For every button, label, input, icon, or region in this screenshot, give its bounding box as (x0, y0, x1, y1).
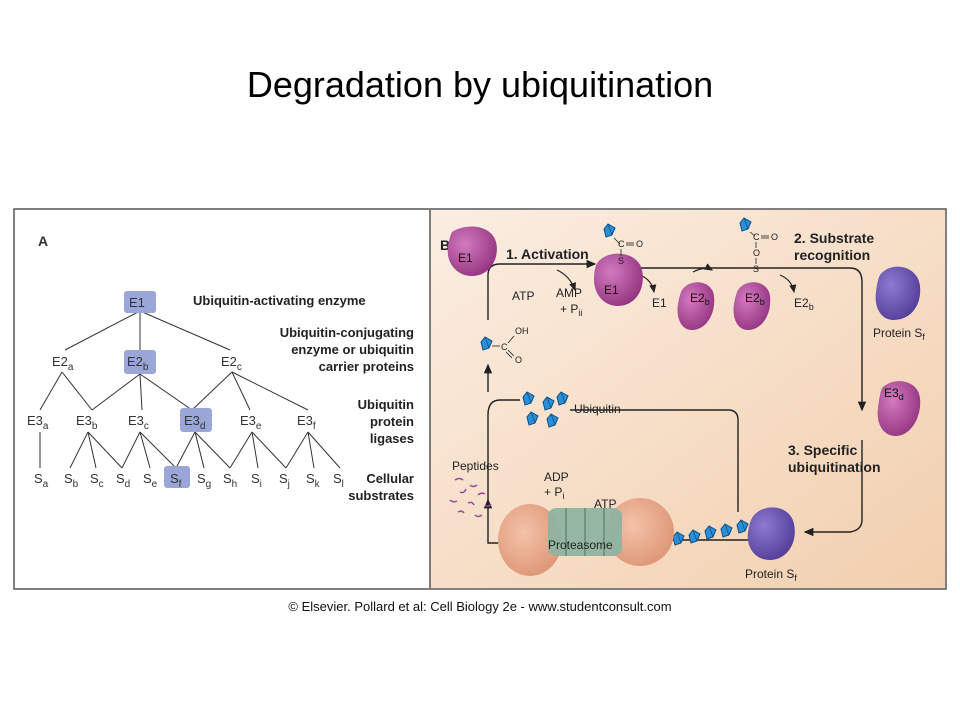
peptide-fragments (449, 477, 492, 518)
protein-sf-label-top: Protein Sf (873, 326, 925, 342)
node-sl: Sl (333, 471, 344, 490)
left-return-line (487, 399, 520, 505)
chem-o-1: O (636, 239, 643, 249)
legend-ligases-3: ligases (370, 431, 414, 446)
atp2-label: ATP (594, 497, 616, 511)
e1-label-left: E1 (458, 251, 473, 265)
panel-b: B E1 E1 E2b E2b E1 E2b ATP AMP + Pii (440, 217, 925, 583)
legend-conjugating-1: Ubiquitin-conjugating (280, 325, 414, 340)
legend-conjugating-3: carrier proteins (319, 359, 414, 374)
chem-s-1: S (618, 256, 624, 266)
node-sa: Sa (34, 471, 49, 490)
e2b-label-1: E2b (690, 291, 710, 307)
panel-a-label: A (38, 233, 48, 249)
highlight-e3d (180, 408, 212, 432)
e1-thioester: C O S (603, 223, 643, 266)
legend-ligases-1: Ubiquitin (358, 397, 414, 412)
step-3-label-2: ubiquitination (788, 459, 881, 475)
amp-arrow (556, 269, 576, 292)
node-e3d: E3d (184, 413, 205, 432)
protein-sf-shape (875, 266, 921, 320)
pi-label: + Pii (560, 302, 582, 318)
panel-a: A (27, 233, 414, 503)
protein-sf-label-bottom: Protein Sf (745, 567, 797, 583)
chem-o-2: O (771, 232, 778, 242)
node-e3b: E3b (76, 413, 98, 432)
highlight-e1 (124, 291, 156, 313)
node-e1: E1 (129, 295, 145, 310)
top-cycle-line (640, 267, 867, 412)
chem-c-2: C (753, 232, 760, 242)
node-e3a: E3a (27, 413, 49, 432)
adp-label: ADP (544, 470, 569, 484)
right-cycle-line (803, 440, 863, 537)
node-sb: Sb (64, 471, 79, 490)
e2b-thioester: C O O S (739, 217, 778, 274)
legend-ligases-2: protein (370, 414, 414, 429)
e2b-enzyme-shape (677, 282, 715, 330)
node-sg: Sg (197, 471, 211, 490)
chem-o-3: O (753, 248, 760, 258)
legend-substrates-1: Cellular (366, 471, 414, 486)
slide-title: Degradation by ubiquitination (246, 64, 714, 105)
step-3-label-1: 3. Specific (788, 442, 857, 458)
e2b-enzyme-loaded-shape (733, 282, 771, 330)
node-se: Se (143, 471, 158, 490)
e3d-label: E3d (884, 386, 904, 402)
node-sc: Sc (90, 471, 104, 490)
node-sh: Sh (223, 471, 237, 490)
e2b-label-2: E2b (745, 291, 765, 307)
legend-activating: Ubiquitin-activating enzyme (193, 293, 366, 308)
node-sd: Sd (116, 471, 130, 490)
e2b-released-label: E2b (794, 296, 814, 312)
peptides-label: Peptides (452, 459, 499, 473)
proteasome-cap-right (606, 498, 674, 566)
node-sk: Sk (306, 471, 321, 490)
step-2-label-2: recognition (794, 247, 870, 263)
pi2-label: + Pi (544, 485, 564, 501)
node-si: Si (251, 471, 262, 490)
ubiquitin-feed-line (570, 409, 739, 512)
node-sf: Sf (170, 471, 182, 490)
ubiquitin-label: Ubiquitin (574, 402, 621, 416)
e1-label-loaded: E1 (604, 283, 619, 297)
node-sj: Sj (279, 471, 290, 490)
chem-c-1: C (618, 239, 625, 249)
chem-oh: OH (515, 326, 529, 336)
e1-enzyme-loaded-shape (594, 253, 643, 306)
e1-enzyme-shape (447, 226, 497, 276)
e1-released-label: E1 (652, 296, 667, 310)
panel-a-legend: Ubiquitin-activating enzyme Ubiquitin-co… (193, 293, 414, 503)
legend-conjugating-2: enzyme or ubiquitin (291, 342, 414, 357)
highlight-sf (164, 466, 190, 488)
protein-sf-bottom-shape (747, 507, 795, 560)
panel-a-tree-lines (39, 310, 341, 469)
free-ubiquitin-carboxyl: C OH O (480, 326, 529, 365)
amp-label: AMP (556, 286, 582, 300)
substrate-row: Sa Sb Sc Sd Se Sf Sg Sh Si Sj Sk Sl (34, 471, 344, 490)
chem-s-2: S (753, 264, 759, 274)
copyright-footer: © Elsevier. Pollard et al: Cell Biology … (288, 599, 672, 614)
node-e2c: E2c (221, 354, 242, 373)
chem-o-4: O (515, 355, 522, 365)
node-e3e: E3e (240, 413, 262, 432)
transfer-arrow (692, 263, 714, 273)
node-e3f: E3f (297, 413, 316, 432)
highlight-e2b (124, 350, 156, 374)
atp-label: ATP (512, 289, 534, 303)
e3d-enzyme-shape (877, 381, 921, 436)
panel-b-label: B (440, 237, 450, 253)
e2b-release-arrow (779, 274, 797, 294)
legend-substrates-2: substrates (348, 488, 414, 503)
node-e2b: E2b (127, 354, 149, 373)
step-1-label: 1. Activation (506, 246, 589, 262)
proteasome-label: Proteasome (548, 538, 613, 552)
node-e2a: E2a (52, 354, 74, 373)
node-e3c: E3c (128, 413, 149, 432)
step-2-label-1: 2. Substrate (794, 230, 874, 246)
proteasome (498, 498, 674, 576)
chem-c-3: C (501, 342, 508, 352)
proteasome-cap-left (498, 504, 562, 576)
